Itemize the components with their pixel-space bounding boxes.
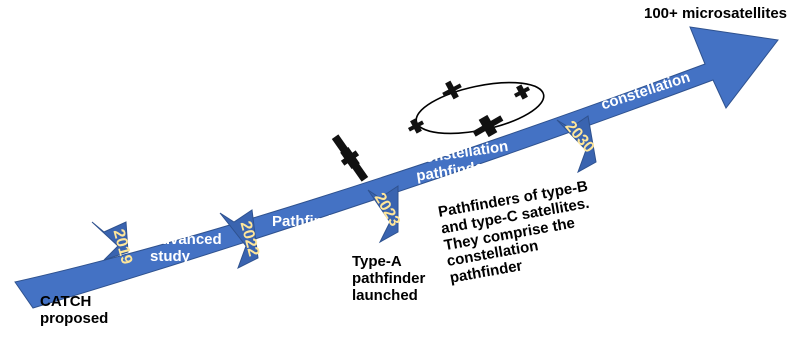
note-catch-proposed: CATCH proposed [40,293,109,327]
orbit-ring-icon [407,80,545,138]
satellite-icon [331,134,369,182]
chevron-separator-2023 [367,185,399,244]
timeline-arrow [14,26,779,309]
stage-label-advanced-study: Advanced study [150,231,222,265]
chevron-separator-2019 [91,221,129,261]
stage-label-pathfinder-type-a: Pathfinder of type-A [272,213,347,247]
chevron-separator-2022 [219,209,259,270]
chevron-separator-2030 [556,115,597,174]
note-type-a-launched: Type-A pathfinder launched [352,253,426,304]
note-100-microsatellites: 100+ microsatellites [644,5,788,22]
